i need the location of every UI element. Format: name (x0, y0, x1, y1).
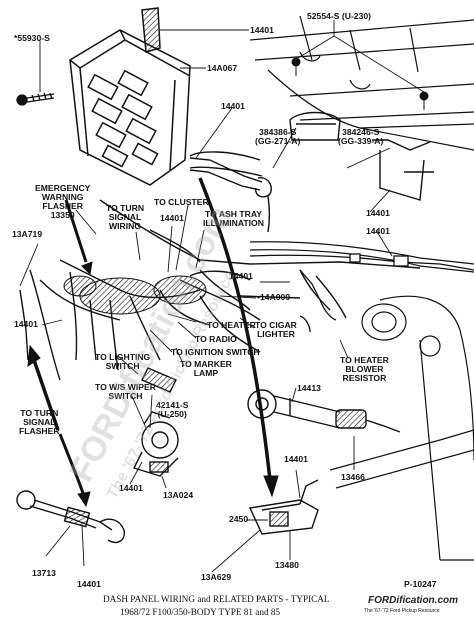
screw-52554s-graphic (291, 57, 429, 110)
label-13a024: 13A024 (163, 490, 194, 500)
label-emergency-line4: 13350 (50, 210, 75, 220)
label-13a719: 13A719 (12, 229, 43, 239)
label-2450: 2450 (229, 514, 249, 524)
label-to-marker-line2: LAMP (193, 368, 219, 378)
wiper-switch-graphic (133, 411, 179, 477)
label-to-turn-line3: WIRING (109, 221, 142, 231)
label-to-ashtray-line1: TO ASH TRAY (204, 209, 262, 219)
label-to-cigar-line1: TO CIGAR (255, 320, 297, 330)
fordification-tagline: The '67-'72 Ford Pickup Resource (364, 608, 440, 614)
label-to-lighting-line1: TO LIGHTING (95, 352, 151, 362)
harness-bundle-hatch (63, 275, 207, 315)
pointer-arrows (27, 177, 279, 508)
label-to-cigar-line2: LIGHTER (257, 329, 295, 339)
lighting-switch-graphic (141, 367, 177, 393)
label-to-turn-signal-flasher: TO TURN SIGNAL FLASHER (19, 409, 60, 436)
label-to-turn-line1: TO TURN (106, 203, 145, 213)
label-to-cluster: TO CLUSTER (154, 197, 209, 207)
leader-lines (19, 20, 425, 573)
label-to-turn-flasher-line1: TO TURN (20, 408, 59, 418)
label-to-heater: TO HEATER (207, 320, 256, 330)
label-384386s-number: 384386-S (259, 127, 297, 137)
screw-55930s-graphic (16, 92, 55, 106)
label-to-heater-blower-line1: TO HEATER (340, 355, 389, 365)
label-14a067: 14A067 (207, 63, 238, 73)
label-13480: 13480 (275, 560, 299, 570)
label-to-marker-lamp: TO MARKER LAMP (180, 360, 232, 378)
ashtray-light-graphic (189, 111, 434, 233)
flasher-13713-graphic (16, 490, 125, 544)
label-to-heater-blower-line3: RESISTOR (342, 373, 387, 383)
label-emergency-line2: WARNING (41, 192, 84, 202)
fordification-logo: FORDification.com (368, 595, 459, 606)
label-14a009: •14A009 (257, 292, 291, 302)
label-to-cigar-lighter: TO CIGAR LIGHTER (255, 321, 297, 339)
caption-line2: 1968/72 F100/350-BODY TYPE 81 and 85 (120, 607, 281, 617)
label-42141s-spec: (U-250) (157, 409, 187, 419)
label-13466: 13466 (341, 472, 365, 482)
heater-switch-graphic (248, 479, 319, 535)
label-13713: 13713 (32, 568, 56, 578)
label-to-heater-blower-resistor: TO HEATER BLOWER RESISTOR (340, 356, 389, 383)
fuse-panel-graphic (69, 7, 191, 186)
label-42141s: 42141-S (U-250) (156, 401, 189, 419)
label-384386s-spec: (GG-271-A) (255, 136, 301, 146)
label-to-lighting-switch: TO LIGHTING SWITCH (95, 353, 150, 371)
label-to-ws-line1: TO W/S WIPER (95, 382, 156, 392)
label-14401-r1: 14401 (366, 208, 390, 218)
label-14401-r2: 14401 (366, 226, 390, 236)
label-14401-bm: 14401 (284, 454, 308, 464)
label-to-marker-line1: TO MARKER (180, 359, 232, 369)
label-to-turn-flasher-line3: FLASHER (19, 426, 60, 436)
label-14413: 14413 (297, 383, 321, 393)
label-42141s-number: 42141-S (156, 400, 189, 410)
label-14401-bl: 14401 (119, 483, 143, 493)
label-to-ashtray: TO ASH TRAY ILLUMINATION (203, 210, 264, 228)
label-14401-mid: 14401 (221, 101, 245, 111)
dash-panel-structure (249, 15, 474, 561)
label-to-turn-signal-wiring: TO TURN SIGNAL WIRING (106, 204, 144, 231)
right-harness-graphic (249, 253, 474, 333)
label-52554s: 52554-S (U-230) (307, 11, 372, 21)
label-14401-left: 14401 (14, 319, 38, 329)
label-14401-top: 14401 (250, 25, 274, 35)
label-to-ws-line2: SWITCH (108, 391, 143, 401)
label-to-ignition-switch: TO IGNITION SWITCH (171, 347, 260, 357)
label-14401-c: 14401 (160, 213, 184, 223)
label-emergency-line1: EMERGENCY (35, 183, 91, 193)
label-55930s: *55930-S (14, 33, 50, 43)
label-14401-bottom: 14401 (77, 579, 101, 589)
cigar-lighter-graphic (247, 389, 401, 433)
label-to-lighting-line2: SWITCH (105, 361, 140, 371)
label-to-heater-blower-line2: BLOWER (345, 364, 384, 374)
label-384246s-spec: (GG-339-A) (338, 136, 384, 146)
label-p10247: P-10247 (404, 579, 437, 589)
label-to-turn-line2: SIGNAL (108, 212, 142, 222)
label-14401-center: 14401 (229, 271, 253, 281)
label-emergency-line3: FLASHER (42, 201, 83, 211)
label-384246s-number: 384246-S (342, 127, 380, 137)
label-384246s: 384246-S (GG-339-A) (338, 128, 383, 146)
caption-line1: DASH PANEL WIRING and RELATED PARTS - TY… (103, 594, 330, 604)
label-to-turn-flasher-line2: SIGNAL (23, 417, 56, 427)
label-13a629: 13A629 (201, 572, 232, 582)
label-emergency-flasher: EMERGENCY WARNING FLASHER 13350 (35, 184, 90, 220)
label-to-ashtray-line2: ILLUMINATION (203, 218, 264, 228)
label-to-ws-wiper-switch: TO W/S WIPER SWITCH (95, 383, 156, 401)
label-384386s: 384386-S (GG-271-A) (255, 128, 300, 146)
label-to-radio: TO RADIO (195, 334, 237, 344)
